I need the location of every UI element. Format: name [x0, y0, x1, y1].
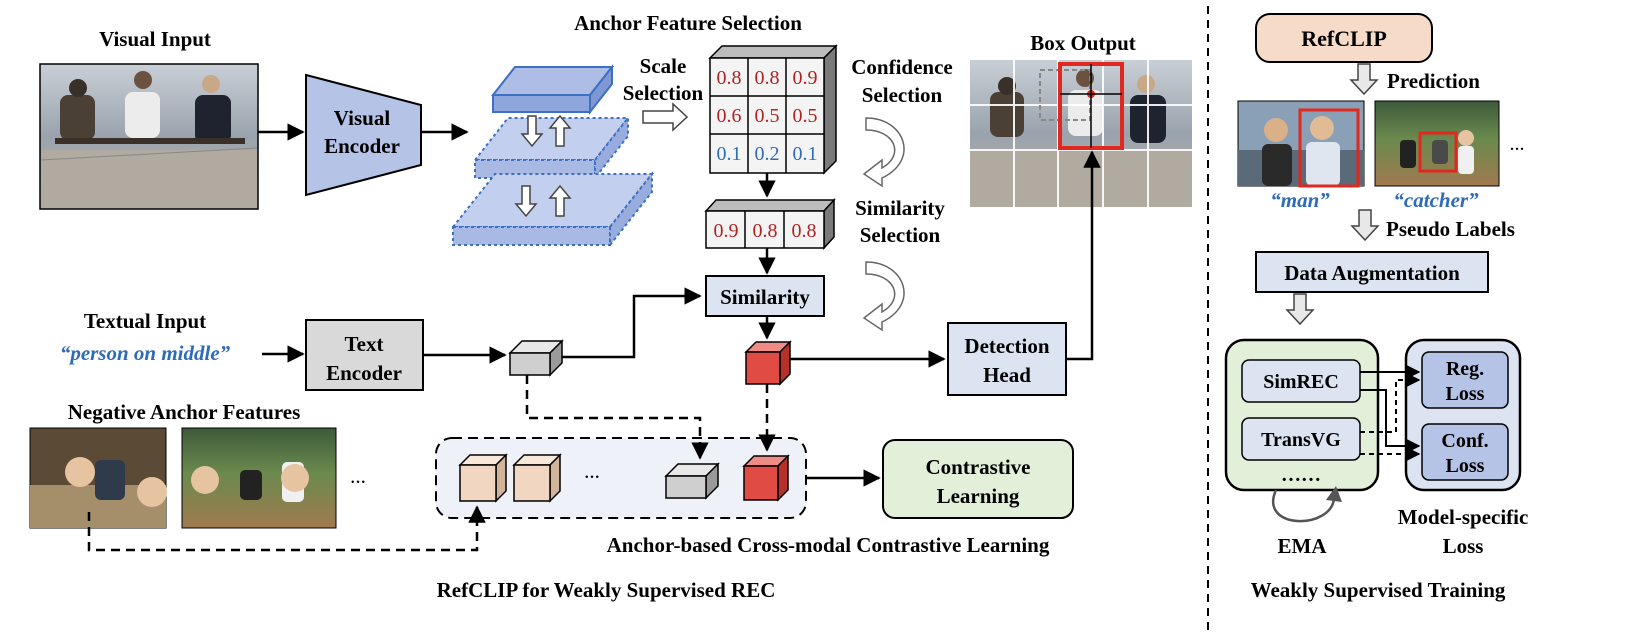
- data-augmentation-block: [1255, 251, 1489, 293]
- visual-encoder-block: [305, 73, 422, 197]
- grid-cell: 0.8: [717, 67, 742, 89]
- scale-selection-label-1: Scale: [640, 54, 687, 78]
- anchor-feature-selection-title: Anchor Feature Selection: [574, 11, 802, 35]
- confidence-curved-arrow: [862, 117, 905, 188]
- text-feature-cube: [508, 339, 564, 377]
- caption-man: “man”: [1270, 188, 1330, 212]
- pseudo-labels-label: Pseudo Labels: [1386, 217, 1515, 241]
- right-bottom-caption: Weakly Supervised Training: [1251, 578, 1506, 602]
- reg-loss-block: [1421, 351, 1509, 409]
- confidence-selection-label-1: Confidence: [851, 55, 953, 79]
- selected-cell: 0.8: [753, 220, 778, 242]
- text-encoder-block: [305, 319, 424, 391]
- contrastive-learning-label-1: Contrastive: [926, 455, 1031, 479]
- negative-photo-1: [29, 427, 167, 529]
- grid-cell: 0.9: [793, 67, 818, 89]
- data-augmentation-label: Data Augmentation: [1284, 261, 1460, 285]
- visual-encoder-label-2: Encoder: [324, 134, 400, 158]
- contrastive-learning-block: [882, 439, 1074, 519]
- feature-pyramid: [450, 64, 655, 248]
- detection-head-label-1: Detection: [964, 334, 1049, 358]
- transvg-label: TransVG: [1261, 429, 1341, 451]
- similarity-selection-label-2: Selection: [860, 223, 941, 247]
- prediction-ellipsis: ...: [1510, 133, 1525, 155]
- grid-cell: 0.6: [717, 105, 742, 127]
- similarity-curved-arrow: [862, 261, 905, 332]
- conf-loss-block: [1421, 423, 1509, 481]
- scale-selection-label-2: Selection: [623, 81, 704, 105]
- grid-cell: 0.2: [755, 143, 780, 165]
- transvg-block: [1241, 417, 1361, 461]
- simrec-block: [1241, 359, 1361, 403]
- negative-anchor-features-label: Negative Anchor Features: [68, 400, 301, 424]
- selected-cell: 0.9: [714, 220, 739, 242]
- box-output-label: Box Output: [1030, 31, 1136, 55]
- negative-anchor-cube: [512, 453, 562, 503]
- left-bottom-caption: RefCLIP for Weakly Supervised REC: [437, 578, 776, 602]
- pseudo-labels-arrow: [1350, 209, 1380, 242]
- text-encoder-label-1: Text: [345, 332, 384, 356]
- contrastive-learning-label-2: Learning: [937, 484, 1020, 508]
- visual-input-photo: [39, 63, 259, 210]
- negative-photo-2: [181, 427, 337, 529]
- similarity-label: Similarity: [720, 285, 810, 309]
- prediction-photo-2: [1374, 100, 1500, 187]
- textual-input-label: Textual Input: [84, 309, 206, 333]
- similarity-block: [705, 275, 825, 317]
- ema-loop-arrowhead: [1326, 486, 1342, 502]
- selected-anchors: 0.9 0.8 0.8: [704, 198, 836, 250]
- pool-ellipsis: ...: [584, 459, 600, 483]
- conf-loss-label-1: Conf.: [1441, 430, 1488, 452]
- visual-encoder-label-1: Visual: [334, 106, 391, 130]
- grid-cell: 0.8: [755, 67, 780, 89]
- textual-input-expression: “person on middle”: [60, 341, 231, 365]
- prediction-arrow: [1349, 63, 1379, 96]
- text-encoder-label-2: Encoder: [326, 361, 402, 385]
- reg-loss-label-1: Reg.: [1446, 358, 1484, 380]
- model-specific-loss-label-1: Model-specific: [1398, 505, 1529, 529]
- confidence-selection-label-2: Selection: [862, 83, 943, 107]
- pool-anchor-cube: [742, 454, 790, 502]
- similarity-selection-label-1: Similarity: [855, 196, 945, 220]
- arrow-textfeat-to-similarity: [562, 287, 702, 359]
- negative-ellipsis: ...: [350, 464, 366, 488]
- detection-head-label-2: Head: [983, 363, 1031, 387]
- score-grid: 0.8 0.8 0.9 0.6 0.5 0.5 0.1 0.2 0.1: [708, 44, 838, 175]
- visual-input-label: Visual Input: [99, 27, 211, 51]
- selected-cell: 0.8: [792, 220, 817, 242]
- grid-cell: 0.1: [793, 143, 818, 165]
- detection-head-block: [947, 322, 1067, 396]
- prediction-label: Prediction: [1387, 69, 1480, 93]
- scale-selection-arrow: [642, 102, 689, 132]
- acl-caption: Anchor-based Cross-modal Contrastive Lea…: [607, 533, 1050, 557]
- grid-cell: 0.5: [793, 105, 818, 127]
- dashed-textfeat-to-pool: [525, 375, 709, 460]
- dashed-negatives-to-pool: [87, 505, 486, 552]
- grid-cell: 0.5: [755, 105, 780, 127]
- prediction-photo-1: [1237, 100, 1365, 188]
- refclip-block: [1255, 13, 1433, 63]
- grid-cell: 0.1: [717, 143, 742, 165]
- augmentation-arrow: [1285, 293, 1315, 326]
- model-specific-loss-label-2: Loss: [1443, 534, 1484, 558]
- arrow-simrec-to-conf: [1360, 389, 1421, 453]
- caption-catcher: “catcher”: [1393, 188, 1479, 212]
- negative-anchor-cube: [458, 453, 508, 503]
- refclip-label: RefCLIP: [1301, 26, 1387, 51]
- dashed-transvg-to-reg: [1360, 373, 1421, 433]
- arrow-detection-to-box: [1066, 150, 1101, 361]
- ema-loop-arrow: [1272, 489, 1336, 523]
- pool-text-feature-cube: [664, 462, 720, 500]
- ema-label: EMA: [1278, 534, 1328, 558]
- selected-anchor-cube: [744, 340, 792, 386]
- reg-loss-label-2: Loss: [1446, 383, 1485, 405]
- conf-loss-label-2: Loss: [1446, 455, 1485, 477]
- simrec-label: SimREC: [1263, 371, 1339, 393]
- models-dots: ……: [1281, 464, 1321, 486]
- box-output-photo: [970, 60, 1192, 207]
